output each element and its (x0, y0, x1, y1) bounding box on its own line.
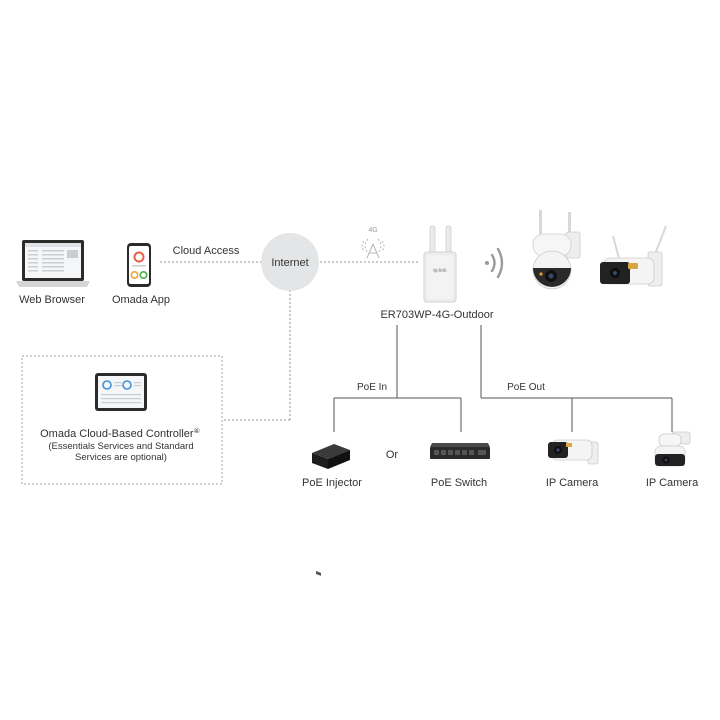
phone-icon (127, 243, 151, 287)
wireless-waves-icon (485, 247, 504, 279)
poe-injector-label: PoE Injector (302, 477, 362, 489)
controller-footnote-mark: ④ (194, 427, 200, 435)
bullet-camera-top-icon (600, 225, 667, 287)
ptz-camera-icon (532, 210, 581, 290)
or-label: Or (386, 449, 399, 461)
poe-switch-icon (430, 443, 490, 459)
router-logo: tp-link (433, 268, 447, 274)
laptop-icon (16, 240, 90, 287)
controller-title: Omada Cloud-Based Controller④ (40, 427, 200, 440)
controller-box (21, 355, 223, 485)
web-browser-label: Web Browser (19, 294, 85, 306)
connections (160, 261, 673, 432)
ip-camera-2-label: IP Camera (646, 477, 699, 489)
poe-in-label: PoE In (357, 382, 387, 393)
internet-label: Internet (271, 257, 308, 269)
internet-bubble (261, 233, 319, 291)
poe-switch-label: PoE Switch (431, 477, 487, 489)
ip-camera-1-label: IP Camera (546, 477, 599, 489)
outdoor-router-icon (423, 225, 457, 303)
controller-note-line-2: Services are optional) (75, 452, 167, 463)
ip-camera-ptz-icon (654, 431, 691, 467)
controller-title-text: Omada Cloud-Based Controller (40, 428, 194, 440)
4g-label: 4G (368, 227, 377, 234)
ip-camera-bullet-icon (548, 439, 599, 465)
controller-note-line-1: (Essentials Services and Standard (48, 441, 193, 452)
poe-injector-icon (312, 444, 350, 576)
tablet-icon (95, 373, 147, 411)
poe-out-label: PoE Out (507, 382, 545, 393)
cloud-access-label: Cloud Access (173, 245, 240, 257)
router-label: ER703WP-4G-Outdoor (380, 309, 493, 321)
4g-signal-icon (361, 238, 385, 259)
omada-app-label: Omada App (112, 294, 170, 306)
